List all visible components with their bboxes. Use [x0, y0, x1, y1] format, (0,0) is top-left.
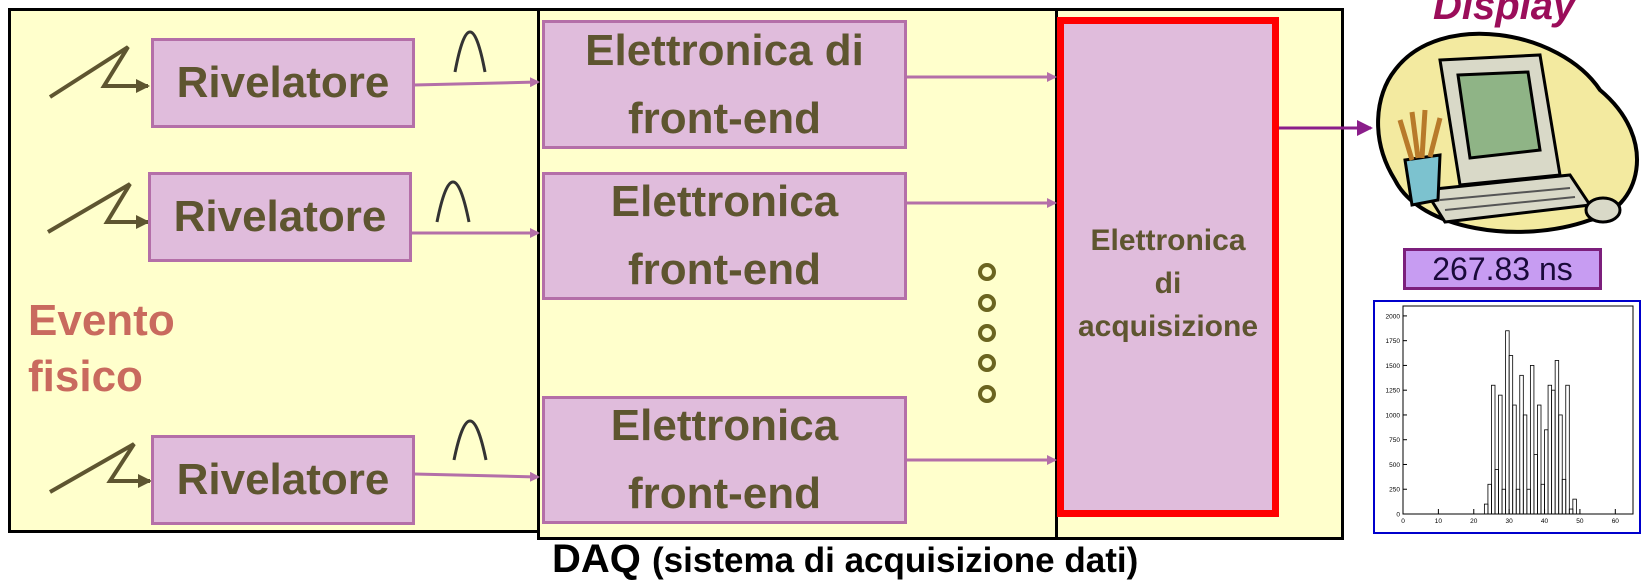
front-end-box-1: Elettronica di front-end — [542, 20, 907, 149]
event-label-line1: Evento — [28, 296, 175, 345]
y-tick-label: 1500 — [1386, 363, 1401, 370]
front-end-1-line1: Elettronica di — [585, 25, 864, 75]
y-tick-label: 1000 — [1386, 412, 1401, 419]
front-end-2-line2: front-end — [627, 245, 822, 294]
display-label: Display — [1433, 0, 1576, 28]
detector-box-3: Rivelatore — [151, 435, 415, 525]
detector-label-3: Rivelatore — [176, 455, 390, 504]
y-tick-label: 500 — [1389, 462, 1400, 469]
detector-box-1: Rivelatore — [151, 38, 415, 128]
y-tick-label: 1250 — [1386, 388, 1401, 395]
histogram-frame — [1373, 300, 1641, 534]
x-tick-label: 30 — [1506, 518, 1514, 525]
front-end-3-line1: Elettronica — [610, 401, 839, 450]
histogram-chart: 2000 1750 1500 1250 1000 750 500 250 0 0 10 20 30 40… — [1373, 300, 1641, 534]
acquisition-line3: acquisizione — [1077, 310, 1259, 343]
x-tick-label: 60 — [1612, 518, 1620, 525]
ellipsis-dots — [978, 263, 996, 403]
arrow-det-fe-3 — [413, 471, 540, 482]
histogram-bar — [1529, 365, 1535, 515]
y-tick-label: 1750 — [1386, 338, 1401, 345]
daq-divider — [1055, 8, 1058, 540]
signal-pulse-3 — [452, 419, 488, 461]
computer-icon — [1376, 31, 1639, 234]
detector-box-2: Rivelatore — [148, 172, 412, 262]
daq-caption: DAQ (sistema di acquisizione dati) — [552, 537, 1138, 582]
y-tick-label: 2000 — [1386, 313, 1401, 320]
x-tick-label: 10 — [1435, 518, 1443, 525]
histogram-bar — [1558, 414, 1563, 515]
acquisition-line2: di — [1154, 267, 1182, 300]
detector-label-2: Rivelatore — [173, 192, 387, 241]
x-tick-label: 20 — [1470, 518, 1478, 525]
x-tick-label: 50 — [1576, 518, 1584, 525]
daq-caption-main: DAQ — [552, 537, 641, 581]
particle-track-1 — [48, 45, 150, 99]
x-tick-label: 40 — [1541, 518, 1549, 525]
y-tick-label: 0 — [1396, 512, 1400, 519]
histogram-bar — [1491, 384, 1496, 515]
daq-caption-detail: (sistema di acquisizione dati) — [652, 541, 1139, 580]
signal-pulse-2 — [435, 180, 471, 223]
event-label: Evento fisico — [28, 293, 175, 405]
histogram-bar — [1522, 414, 1528, 515]
histogram-bar — [1565, 384, 1570, 515]
front-end-3-line2: front-end — [627, 469, 822, 518]
particle-track-2 — [46, 182, 150, 234]
front-end-1-line2: front-end — [627, 93, 822, 143]
event-label-line2: fisico — [28, 352, 143, 401]
arrow-det-fe-1 — [413, 77, 540, 88]
front-end-box-2: Elettronica front-end — [542, 172, 907, 300]
histogram-bar — [1498, 394, 1503, 515]
timing-readout: 267.83 ns — [1403, 248, 1602, 290]
y-tick-label: 750 — [1389, 437, 1400, 444]
front-end-box-3: Elettronica front-end — [542, 396, 907, 524]
detector-label-1: Rivelatore — [176, 58, 390, 107]
front-end-2-line1: Elettronica — [610, 177, 839, 226]
acquisition-line1: Elettronica — [1090, 224, 1246, 257]
histogram-bar — [1512, 404, 1517, 515]
particle-track-3 — [49, 442, 152, 494]
signal-pulse-1 — [453, 30, 487, 73]
histogram-bar — [1537, 404, 1542, 515]
y-tick-label: 250 — [1389, 487, 1400, 494]
histogram-bar — [1572, 498, 1577, 515]
x-tick-label: 0 — [1401, 518, 1405, 525]
acquisition-box: Elettronica di acquisizione — [1057, 17, 1279, 517]
